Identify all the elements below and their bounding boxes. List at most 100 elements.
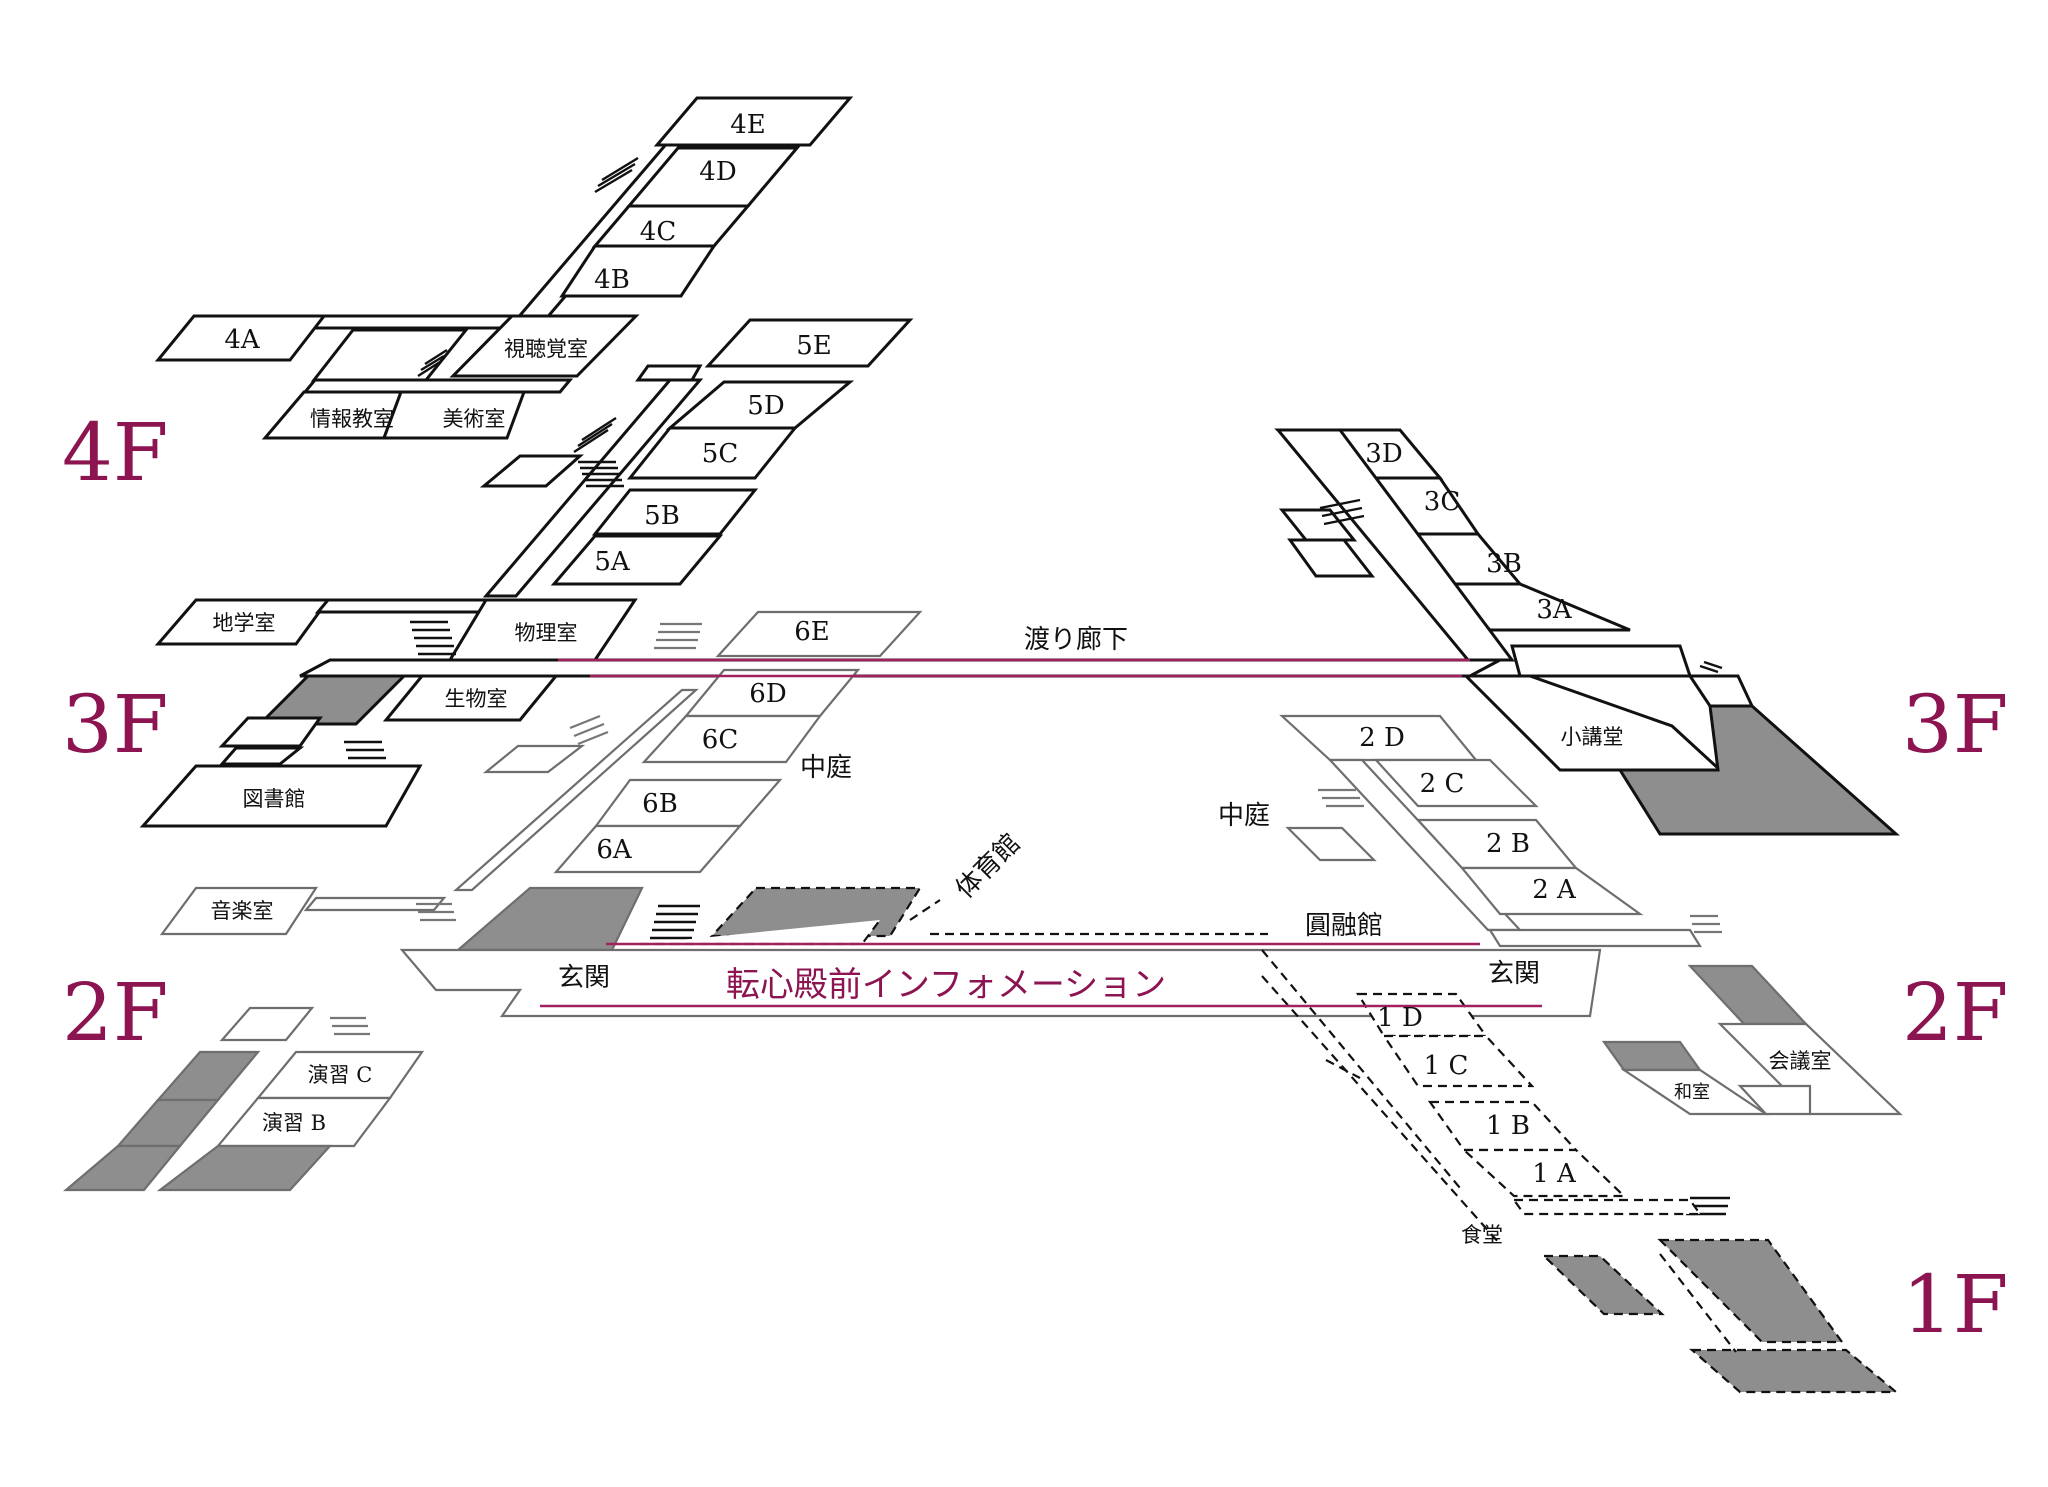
floor-label-2f-right: 2F bbox=[1902, 966, 2008, 1059]
room-4b[interactable] bbox=[559, 244, 717, 298]
label-bijutsu: 美術室 bbox=[443, 407, 506, 431]
taiikukan-outline-a bbox=[640, 919, 881, 946]
room-5b[interactable] bbox=[591, 488, 759, 536]
room-1f-shaded-a bbox=[1657, 1238, 1845, 1344]
corridor-2f-right-b bbox=[1488, 928, 1702, 948]
label-2b: 2 B bbox=[1486, 829, 1530, 859]
box-3f-right bbox=[1687, 674, 1755, 708]
floor-1-plan bbox=[640, 886, 1900, 1394]
floor-label-3f-left: 3F bbox=[62, 678, 168, 771]
room-2f-right-box bbox=[1737, 1084, 1812, 1116]
stair-1f-small bbox=[1325, 1059, 1361, 1079]
label-2a: 2 A bbox=[1532, 875, 1577, 905]
label-seibutsu: 生物室 bbox=[445, 687, 508, 711]
entrance-1f-line bbox=[1261, 949, 1461, 1189]
room-3f-shaded bbox=[256, 674, 408, 726]
floor-4-plan bbox=[139, 96, 1900, 836]
small-box-4f bbox=[479, 454, 584, 488]
label-6c: 6C bbox=[702, 725, 738, 755]
corridor-3f-right bbox=[1274, 428, 1515, 662]
label-3a: 3A bbox=[1536, 595, 1573, 625]
label-2c: 2 C bbox=[1420, 769, 1465, 799]
room-4e[interactable] bbox=[653, 96, 854, 147]
small-box-2f-right bbox=[1285, 826, 1377, 862]
room-1d[interactable] bbox=[1356, 992, 1489, 1038]
label-enshu-c: 演習 C bbox=[308, 1063, 373, 1087]
label-6b: 6B bbox=[642, 789, 678, 819]
room-2f-shaded-d bbox=[62, 1144, 183, 1192]
room-chigaku[interactable] bbox=[154, 598, 331, 646]
room-shokodo[interactable] bbox=[1462, 674, 1724, 772]
room-seibutsu[interactable] bbox=[382, 674, 560, 722]
room-4a[interactable] bbox=[154, 314, 328, 362]
label-shichokaku: 視聴覚室 bbox=[504, 337, 588, 361]
label-enshu-b: 演習 B bbox=[262, 1111, 326, 1135]
label-information: 転心殿前インフォメーション bbox=[726, 965, 1166, 1005]
room-2f-right-shaded-b bbox=[1601, 1040, 1703, 1072]
room-2f-shaded-a bbox=[455, 886, 644, 952]
room-5a[interactable] bbox=[550, 534, 724, 586]
room-kaigi[interactable] bbox=[1717, 1022, 1903, 1116]
small-box-2f-b bbox=[482, 744, 586, 774]
room-2f-right-shaded bbox=[1687, 964, 1809, 1026]
label-chigaku: 地学室 bbox=[213, 611, 276, 635]
room-1f-outline bbox=[1659, 1253, 1737, 1353]
label-5b: 5B bbox=[644, 501, 680, 531]
label-taiikukan: 体育館 bbox=[950, 828, 1026, 904]
room-2a[interactable] bbox=[1459, 866, 1644, 916]
corridor-1f bbox=[1511, 1198, 1703, 1216]
room-6e[interactable] bbox=[715, 610, 923, 658]
room-1a[interactable] bbox=[1461, 1148, 1627, 1198]
corridor-2f-left bbox=[453, 688, 699, 892]
label-4a: 4A bbox=[224, 325, 261, 355]
corridor-ongaku bbox=[303, 896, 447, 912]
corridor-5f-top bbox=[635, 364, 703, 382]
room-shichokaku[interactable] bbox=[449, 314, 640, 378]
label-3d: 3D bbox=[1365, 439, 1402, 469]
room-2f-shaded-b bbox=[155, 1050, 261, 1102]
room-5c[interactable] bbox=[626, 426, 799, 480]
small-box-3f-b bbox=[218, 746, 305, 766]
room-3f-right-shaded bbox=[1617, 704, 1900, 836]
label-4c: 4C bbox=[640, 217, 676, 247]
small-box-3f-right-b bbox=[1287, 538, 1376, 578]
label-5e: 5E bbox=[796, 331, 832, 361]
room-6b[interactable] bbox=[593, 778, 783, 828]
label-4b: 4B bbox=[594, 265, 630, 295]
label-6a: 6A bbox=[596, 835, 633, 865]
room-5e[interactable] bbox=[704, 318, 914, 368]
room-2c[interactable] bbox=[1373, 758, 1539, 808]
corridor-2f-main bbox=[399, 948, 1602, 1018]
room-2f-shaded-e bbox=[156, 1144, 333, 1192]
room-6c[interactable] bbox=[641, 714, 823, 764]
room-1f-shaded-b bbox=[1689, 1348, 1900, 1394]
connector-4f bbox=[310, 328, 470, 382]
label-enyukan: 圓融館 bbox=[1305, 911, 1383, 941]
room-2f-shaded-c bbox=[115, 1098, 221, 1148]
label-1d: 1 D bbox=[1377, 1003, 1423, 1033]
floor-label-4f: 4F bbox=[62, 406, 168, 499]
label-tosho: 図書館 bbox=[243, 787, 306, 811]
connector-4f-b bbox=[301, 378, 574, 394]
label-5d: 5D bbox=[747, 391, 784, 421]
label-genkan-left: 玄関 bbox=[558, 963, 610, 993]
small-box-3f-a bbox=[218, 716, 323, 748]
room-1c[interactable] bbox=[1381, 1034, 1535, 1088]
label-shokodo: 小講堂 bbox=[1561, 725, 1624, 749]
label-shokudo: 食堂 bbox=[1461, 1223, 1503, 1247]
room-labels: 4E 4D 4C 4B 4A 視聴覚室 情報教室 美術室 5E 5D 5C 5B… bbox=[211, 110, 1832, 1247]
room-ongaku[interactable] bbox=[159, 886, 319, 936]
room-6a[interactable] bbox=[553, 824, 743, 874]
label-1c: 1 C bbox=[1424, 1051, 1469, 1081]
floor-label-3f-right: 3F bbox=[1902, 678, 2008, 771]
label-4d: 4D bbox=[699, 157, 736, 187]
label-6e: 6E bbox=[794, 617, 830, 647]
stairs-gray bbox=[330, 622, 1722, 1036]
label-3c: 3C bbox=[1424, 487, 1460, 517]
label-kaigi: 会議室 bbox=[1769, 1049, 1832, 1073]
room-tosho[interactable] bbox=[139, 764, 423, 828]
room-enshu-b[interactable] bbox=[215, 1096, 393, 1148]
corridor-3f bbox=[314, 598, 494, 614]
floor-2-plan bbox=[62, 610, 1903, 1192]
label-1a: 1 A bbox=[1532, 1159, 1577, 1189]
